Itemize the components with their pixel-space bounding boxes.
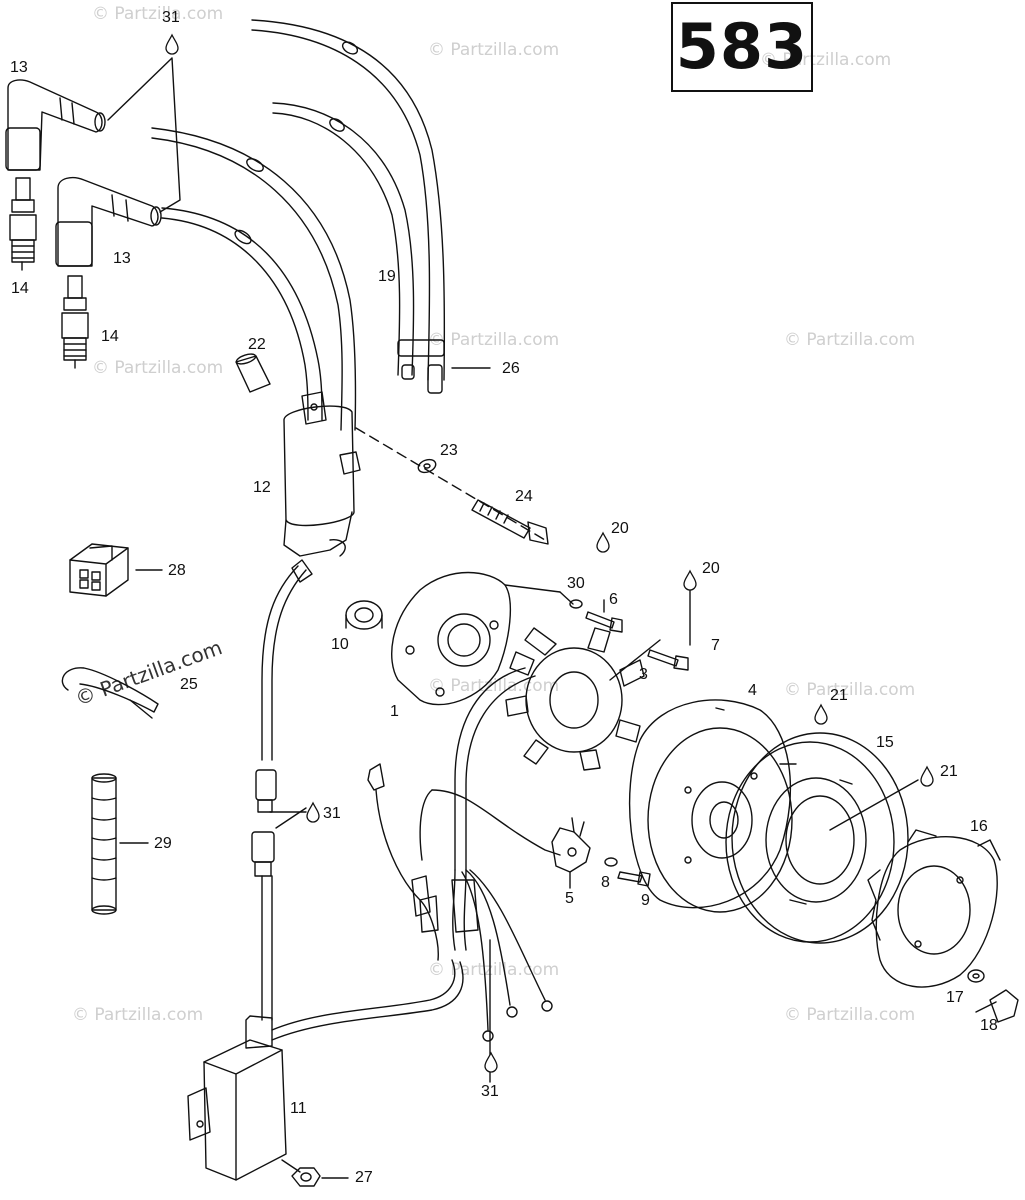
watermark: © Partzilla.com [72,1005,204,1025]
drop-icon [814,704,828,725]
washer-8 [604,857,618,867]
grommet-10 [345,600,383,630]
bolt-18 [975,989,1019,1023]
watermark: © Partzilla.com [760,50,892,70]
callout-4: 4 [748,682,757,699]
callout-14: 14 [11,280,29,297]
callout-20: 20 [702,560,720,577]
lock-washer-30 [569,599,583,609]
stator-3 [505,627,661,771]
watermark: © Partzilla.com [784,680,916,700]
spark-plug-cap-13-upper [5,79,106,171]
coil-mount-centerline [355,427,546,541]
starter-cup-16 [867,829,1001,988]
washer-23 [417,458,437,474]
callout-19: 19 [378,268,396,285]
callout-20: 20 [611,520,629,537]
callout-30: 30 [567,575,585,592]
callout-29: 29 [154,835,172,852]
washer-17 [967,969,985,983]
callout-12: 12 [253,479,271,496]
callout-9: 9 [641,892,650,909]
callout-26: 26 [502,360,520,377]
drop-icon [306,802,320,823]
callout-21: 21 [830,687,848,704]
trigger-coil-5 [551,817,591,873]
watermark: © Partzilla.com [92,358,224,378]
callout-3: 3 [639,666,648,683]
ignition-coil-12 [283,391,361,557]
tubing-29 [91,773,117,915]
callout-14: 14 [101,328,119,345]
callout-5: 5 [565,890,574,907]
watermark: © Partzilla.com [784,1005,916,1025]
callout-7: 7 [711,637,720,654]
callout-8: 8 [601,874,610,891]
drop-icon [484,1052,498,1073]
screw-7 [647,649,689,671]
leader-31-top [107,57,181,213]
ignition-wires [151,127,357,431]
armature-plate-1 [391,571,561,706]
callout-17: 17 [946,989,964,1006]
flywheel-4 [628,699,793,913]
callout-18: 18 [980,1017,998,1034]
cdi-module-11 [187,959,464,1181]
callout-22: 22 [248,336,266,353]
connector-housing-28 [69,543,129,597]
callout-24: 24 [515,488,533,505]
callout-11: 11 [290,1100,307,1117]
callout-23: 23 [440,442,458,459]
drop-icon [165,34,179,55]
bolt-24 [471,499,549,545]
leader-31-mid [275,807,307,829]
drop-icon [920,766,934,787]
callout-15: 15 [876,734,894,751]
spark-plug-14-upper [9,177,37,271]
callout-28: 28 [168,562,186,579]
spark-plug-cap-13-lower [55,176,162,267]
ignition-wire-19 [251,19,446,394]
tie-wrap-25 [61,667,159,719]
pulley-15 [725,732,919,944]
leader-hidden [690,715,818,780]
callout-6: 6 [609,591,618,608]
drop-icon [683,570,697,591]
callout-27: 27 [355,1169,373,1186]
watermark: © Partzilla.com [428,40,560,60]
drop-icon [596,532,610,553]
screw-6 [585,611,623,633]
leader-30 [559,591,574,605]
watermark: © Partzilla.com [784,330,916,350]
callout-13: 13 [10,59,28,76]
callout-16: 16 [970,818,988,835]
stator-harness [367,667,561,1042]
callout-31: 31 [323,805,341,822]
nut-27 [291,1167,321,1187]
callout-25: 25 [180,676,198,693]
screw-9 [617,871,651,887]
callout-31: 31 [481,1083,499,1100]
watermark: © Partzilla.com [92,4,224,24]
spark-plug-14-lower [61,275,89,369]
sleeve-22 [235,353,271,393]
callout-31: 31 [162,9,180,26]
coil-harness [251,559,313,1021]
callout-21: 21 [940,763,958,780]
engine-code-box: 583 [671,2,813,92]
watermark: © Partzilla.com [428,330,560,350]
callout-13: 13 [113,250,131,267]
callout-10: 10 [331,636,349,653]
callout-1: 1 [390,703,399,720]
